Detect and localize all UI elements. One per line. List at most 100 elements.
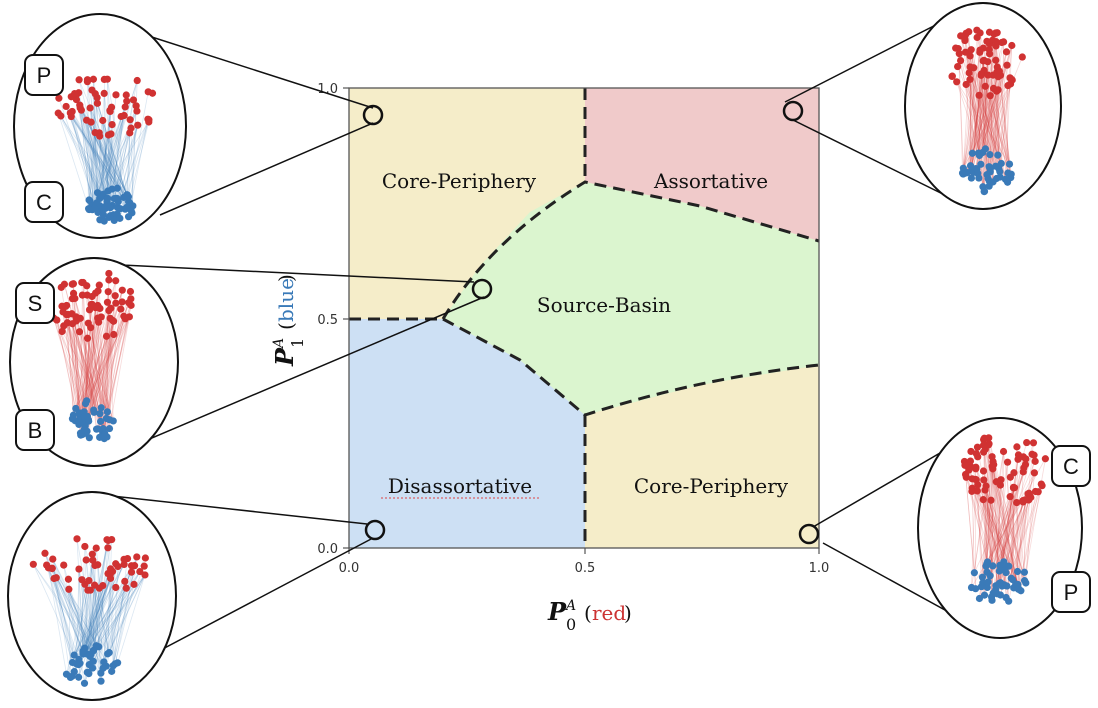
network-node-blue: [967, 174, 976, 182]
network-node-blue: [100, 658, 108, 666]
network-node-red: [1025, 489, 1033, 497]
network-node-blue: [977, 583, 986, 591]
network-node-red: [974, 481, 982, 489]
network-node-red: [130, 580, 138, 588]
x-tick-2: 1.0: [809, 561, 830, 576]
y-axis-color-word: blue: [274, 278, 298, 322]
network-node-red: [954, 62, 962, 71]
network-node-red: [29, 560, 37, 568]
network-node-red: [112, 560, 120, 568]
network-node-red: [68, 107, 76, 116]
network-node-red: [966, 75, 974, 84]
network-node-red: [86, 104, 94, 112]
network-node-blue: [1013, 567, 1022, 576]
badge-bottom-right-lower: P: [1051, 571, 1091, 613]
network-node-blue: [83, 427, 91, 435]
badge-top-left-lower: C: [24, 181, 64, 223]
network-node-red: [103, 298, 112, 306]
network-node-red: [75, 76, 83, 84]
network-node-blue: [105, 203, 113, 211]
network-node-blue: [83, 397, 91, 405]
network-node-blue: [76, 429, 85, 437]
network-node-red: [69, 280, 78, 288]
network-node-blue: [997, 159, 1005, 168]
network-node-blue: [89, 647, 97, 655]
network-node-red: [96, 304, 104, 313]
network-node-red: [105, 269, 113, 278]
badge-top-left-lower-text: C: [36, 190, 52, 215]
network-node-red: [1029, 439, 1038, 447]
marker-top-left: [362, 104, 384, 126]
network-node-red: [957, 57, 965, 65]
network-node-blue: [116, 214, 124, 222]
network-node-red: [966, 457, 975, 465]
network-node-red: [93, 99, 101, 107]
network-node-blue: [984, 578, 992, 586]
x-tick-1: 0.5: [575, 561, 596, 576]
network-node-red: [1003, 61, 1011, 69]
network-node-blue: [85, 434, 93, 442]
network-node-red: [65, 585, 73, 593]
network-node-red: [129, 96, 138, 104]
network-node-red: [112, 299, 120, 307]
network-node-blue: [1001, 175, 1010, 183]
network-node-red: [85, 306, 94, 314]
network-node-red: [104, 536, 112, 545]
network-source-basin: [50, 269, 135, 443]
badge-mid-left-lower: B: [15, 409, 55, 451]
network-node-red: [979, 496, 987, 504]
network-node-red: [59, 308, 67, 316]
network-node-red: [999, 447, 1008, 456]
network-node-blue: [70, 651, 78, 659]
network-node-blue: [76, 419, 84, 427]
network-node-red: [127, 295, 135, 303]
network-node-red: [1019, 468, 1027, 476]
network-node-red: [1009, 483, 1018, 491]
network-node-blue: [85, 205, 93, 213]
network-node-red: [78, 291, 86, 299]
badge-bottom-right-lower-text: P: [1064, 580, 1079, 605]
network-node-red: [100, 89, 108, 97]
label-disassortative: Disassortative: [388, 474, 532, 498]
network-node-red: [62, 102, 70, 111]
network-node-red: [41, 549, 49, 557]
network-node-red: [986, 92, 994, 100]
network-node-red: [92, 544, 100, 552]
network-node-blue: [983, 568, 991, 576]
network-node-red: [88, 550, 96, 558]
network-node-red: [112, 91, 120, 99]
inset-bottom-left: [7, 491, 177, 701]
network-node-red: [83, 76, 92, 84]
network-node-red: [127, 301, 135, 309]
network-node-blue: [975, 594, 984, 603]
y-axis-sup: A: [271, 338, 287, 350]
network-node-red: [122, 91, 130, 99]
badge-top-left-upper-text: P: [37, 63, 52, 88]
network-node-red: [133, 76, 141, 85]
network-node-blue: [996, 168, 1004, 176]
network-node-red: [100, 75, 108, 83]
network-node-red: [984, 71, 992, 79]
network-node-blue: [97, 404, 105, 412]
network-node-red: [141, 554, 149, 562]
network-node-blue: [85, 670, 93, 678]
network-node-blue: [85, 661, 93, 669]
network-node-blue: [102, 414, 110, 423]
network-node-blue: [79, 647, 87, 655]
network-node-red: [68, 320, 77, 328]
network-node-red: [966, 52, 974, 60]
network-node-red: [980, 441, 988, 449]
network-node-red: [953, 78, 961, 86]
network-node-red: [1003, 458, 1012, 466]
network-node-red: [53, 316, 61, 324]
network-node-blue: [972, 585, 980, 593]
network-node-red: [974, 453, 982, 461]
network-node-red: [989, 465, 997, 473]
network-node-red: [102, 332, 111, 340]
network-node-blue: [992, 162, 1000, 170]
network-node-red: [72, 96, 81, 104]
network-node-blue: [968, 149, 976, 157]
network-node-red: [973, 33, 981, 42]
network-node-red: [109, 317, 118, 325]
network-node-red: [84, 319, 92, 327]
